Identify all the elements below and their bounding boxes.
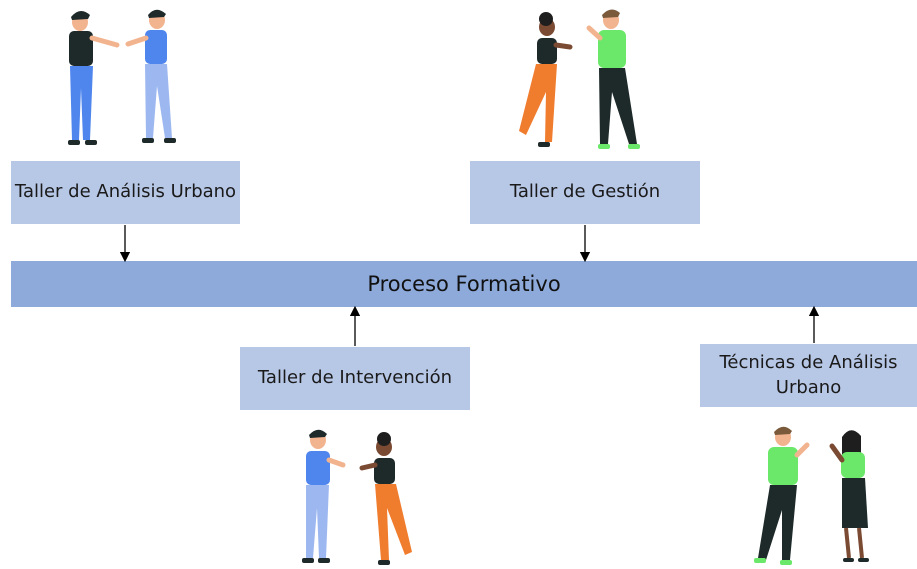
box-tecnicas-label: Técnicas de Análisis Urbano [719,352,898,398]
person-illustration-blue-shirt [302,429,346,563]
person-illustration-black-skirt [829,430,869,562]
person-illustration-orange-pants [519,12,573,147]
box-taller-analisis-urbano-label: Taller de Análisis Urbano [14,181,237,203]
person-illustration-green-shirt-2 [754,426,810,565]
box-taller-intervencion-label: Taller de Intervención [257,367,453,389]
box-taller-analisis-urbano: Taller de Análisis Urbano [11,161,240,224]
central-bar-proceso-formativo: Proceso Formativo [11,261,917,307]
person-illustration-orange-pants-2 [359,432,412,565]
box-taller-gestion-label: Taller de Gestión [509,181,661,203]
person-illustration-blue-jeans [68,10,120,145]
person-illustration-light-blue [125,9,176,143]
box-tecnicas-analisis-urbano: Técnicas de Análisis Urbano [700,344,917,407]
person-illustration-green-shirt [586,9,640,149]
box-taller-gestion: Taller de Gestión [470,161,700,224]
box-taller-intervencion: Taller de Intervención [240,347,470,410]
central-bar-label: Proceso Formativo [367,272,561,296]
